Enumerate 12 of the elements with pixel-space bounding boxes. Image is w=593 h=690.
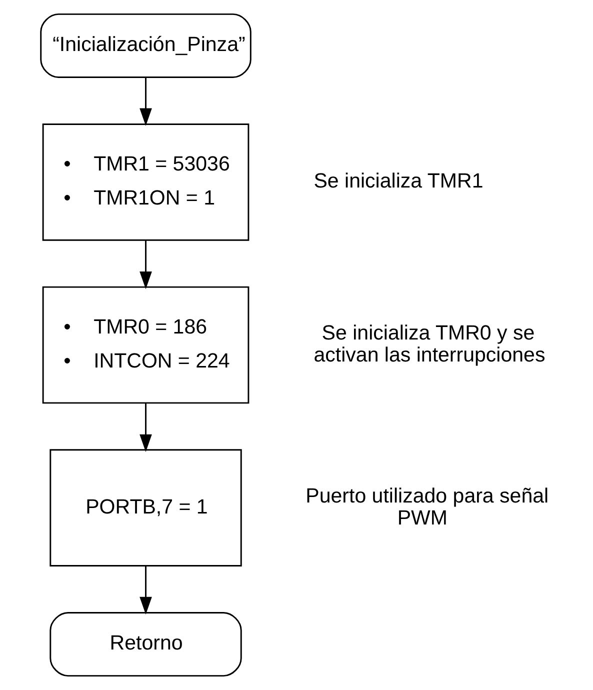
node-box: PORTB,7 = 1 [50, 449, 242, 567]
node-label: Se inicializa TMR0 y se activan las interrupciones [314, 321, 546, 366]
node-box: • TMR0 = 186 • INTCON = 224 [42, 286, 250, 404]
node-label: Puerto utilizado para señal PWM [306, 484, 549, 530]
node-box: • TMR1 = 53036 • TMR1ON = 1 [42, 123, 250, 241]
node-label: Se inicializa TMR1 [314, 170, 484, 193]
node-box: Retorno [50, 612, 242, 677]
node-box: “Inicialización_Pinza” [40, 13, 252, 78]
arrow [140, 566, 152, 615]
arrow [140, 77, 152, 126]
arrow [140, 240, 152, 290]
arrow [140, 403, 152, 452]
